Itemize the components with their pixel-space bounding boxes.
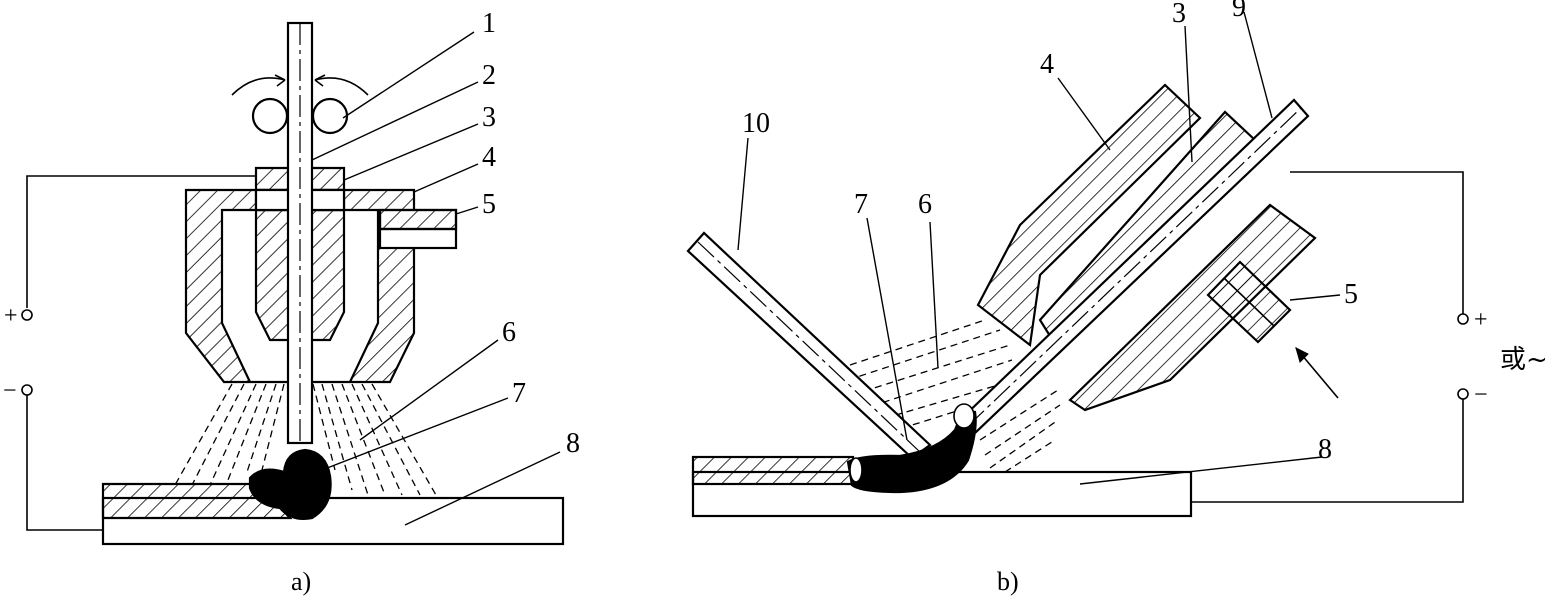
caption-a: a)	[291, 567, 311, 596]
filler-rod	[686, 231, 932, 460]
label-a-2: 2	[482, 60, 496, 91]
terminal-plus-b	[1457, 313, 1469, 325]
label-a-8: 8	[566, 428, 580, 459]
labels-a: 1 2 3 4 5 6 7 8 + − a)	[3, 8, 580, 596]
label-a-1: 1	[482, 8, 496, 39]
label-a-6: 6	[502, 317, 516, 348]
leader-lines-a	[311, 31, 561, 526]
circuit-a	[26, 175, 256, 308]
caption-b: b)	[997, 567, 1019, 596]
label-a-3: 3	[482, 102, 496, 133]
label-b-6: 6	[918, 189, 932, 220]
label-b-10: 10	[742, 108, 770, 139]
weld-pool-a	[248, 448, 332, 520]
labels-b: 10 7 6 4 3 9 5 8 + − 或~ b)	[742, 0, 1548, 596]
ac-note: 或~	[1500, 345, 1548, 375]
polarity-minus-a: −	[3, 378, 17, 404]
label-b-8: 8	[1318, 434, 1332, 465]
polarity-plus-b: +	[1474, 307, 1488, 333]
workpiece-b	[691, 455, 855, 486]
rotation-arrow-right	[314, 77, 369, 96]
figure-b	[686, 11, 1469, 518]
label-a-4: 4	[482, 142, 496, 173]
label-b-3: 3	[1172, 0, 1186, 29]
workpiece-a	[101, 482, 293, 520]
label-b-4: 4	[1040, 49, 1054, 80]
feed-roller-right	[311, 97, 349, 135]
polarity-minus-b: −	[1474, 382, 1488, 408]
label-a-5: 5	[482, 189, 496, 220]
terminal-minus-b	[1457, 388, 1469, 400]
label-b-9: 9	[1232, 0, 1246, 23]
label-b-5: 5	[1344, 279, 1358, 310]
gas-spray-a	[174, 383, 437, 496]
polarity-plus-a: +	[4, 303, 18, 329]
torch-nozzle-b	[976, 83, 1202, 348]
rotation-arrow-left	[231, 77, 286, 96]
leader-lines-b	[737, 11, 1341, 485]
label-b-7: 7	[854, 189, 868, 220]
circuit-b	[1290, 171, 1464, 314]
label-a-7: 7	[512, 378, 526, 409]
terminal-plus-a	[21, 309, 33, 321]
figure-a	[21, 21, 565, 546]
weld-bead-b	[846, 410, 977, 494]
terminal-minus-a	[21, 384, 33, 396]
feed-roller-left	[251, 97, 289, 135]
